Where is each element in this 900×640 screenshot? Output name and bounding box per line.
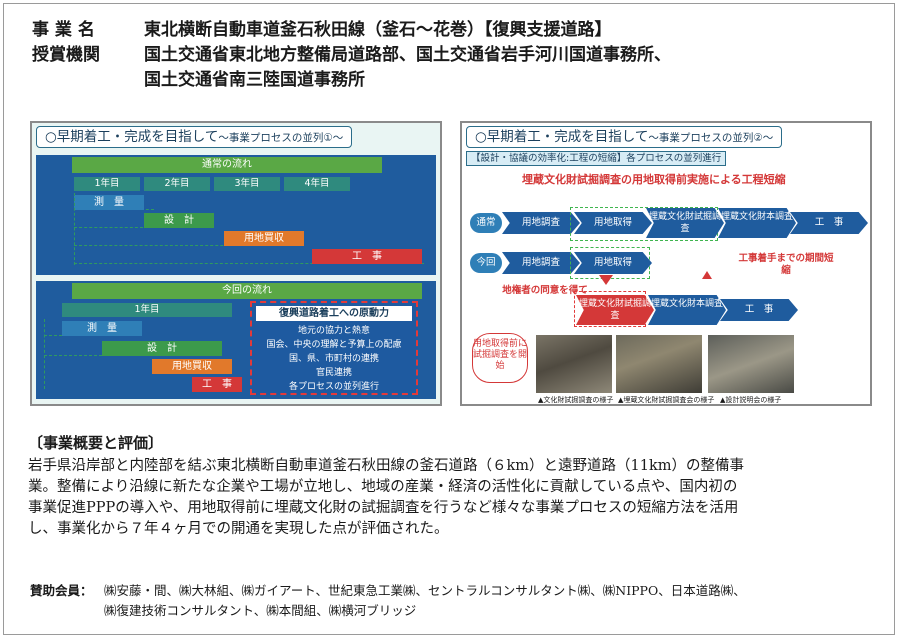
year-1: 1年目 bbox=[74, 177, 140, 191]
award-org-row: 授賞機関 国土交通省東北地方整備局道路部、国土交通省岩手河川国道事務所、 bbox=[32, 44, 671, 66]
award-org-key: 授賞機関 bbox=[32, 45, 100, 65]
bar-survey-current: 測 量 bbox=[62, 321, 142, 336]
driver-item-2: 国会、中央の理解と予算上の配慮 bbox=[266, 340, 402, 350]
bar-survey-normal: 測 量 bbox=[74, 195, 144, 210]
year-3: 3年目 bbox=[214, 177, 280, 191]
driver-item-5: 各プロセスの並列進行 bbox=[288, 382, 379, 392]
sponsors-line-1: ㈱安藤・間、㈱大林組、㈱ガイアート、世紀東急工業㈱、セントラルコンサルタント㈱、… bbox=[104, 583, 746, 598]
driver-item-4: 官民連携 bbox=[315, 368, 352, 378]
now-step-3: 埋蔵文化財試掘調査 bbox=[576, 295, 654, 325]
page-frame bbox=[3, 3, 895, 635]
summary-title: 〔事業概要と評価〕 bbox=[28, 434, 164, 452]
normal-step-3: 埋蔵文化財試掘調査 bbox=[646, 208, 724, 238]
slide2-title: ○早期着工・完成を目指して～事業プロセスの並列②～ bbox=[466, 126, 783, 148]
callout-pre-survey: 用地取得前に試掘調査を開始 bbox=[472, 333, 528, 383]
now-step-1: 用地調査 bbox=[502, 252, 580, 274]
sponsors-line-2: ㈱復建技術コンサルタント、㈱本間組、㈱横河ブリッジ bbox=[104, 603, 417, 618]
current-flow-label: 今回の流れ bbox=[72, 283, 422, 299]
caption-1: ▲文化財試掘調査の様子 bbox=[538, 396, 614, 404]
summary-line-4: し、事業化から７年４ヶ月での開通を実現した点が評価された。 bbox=[28, 521, 449, 537]
year-4: 4年目 bbox=[284, 177, 350, 191]
driver-box-title: 復興道路着工への原動力 bbox=[256, 306, 412, 321]
normal-step-1: 用地調査 bbox=[502, 212, 580, 234]
caption-3: ▲設計説明会の様子 bbox=[720, 396, 782, 404]
current-year-1: 1年目 bbox=[62, 303, 232, 317]
note-shorten: 工事着手までの期間短縮 bbox=[738, 253, 834, 276]
normal-step-4: 埋蔵文化財本調査 bbox=[718, 208, 796, 238]
project-name-row: 事 業 名 東北横断自動車道釜石秋田線（釜石～花巻）【復興支援道路】 bbox=[32, 19, 612, 41]
caption-2: ▲埋蔵文化財試掘調査会の様子 bbox=[618, 396, 715, 404]
bar-construction-current: 工 事 bbox=[192, 377, 242, 392]
now-step-5: 工 事 bbox=[720, 299, 798, 321]
slide-process-parallel-1: ○早期着工・完成を目指して～事業プロセスの並列①～ 通常の流れ 1年目 2年目 … bbox=[30, 121, 442, 406]
now-step-4: 埋蔵文化財本調査 bbox=[648, 295, 726, 325]
driver-item-3: 国、県、市町村の連携 bbox=[288, 354, 379, 364]
bar-land-normal: 用地買収 bbox=[224, 231, 304, 246]
row-now-label: 今回 bbox=[470, 253, 502, 273]
now-step-2: 用地取得 bbox=[574, 252, 652, 274]
sponsors-label: 賛助会員： bbox=[30, 583, 93, 598]
year-2: 2年目 bbox=[144, 177, 210, 191]
award-org-value-2: 国土交通省南三陸国道事務所 bbox=[144, 70, 365, 90]
summary-line-1: 岩手県沿岸部と内陸部を結ぶ東北横断自動車道釜石秋田線の釜石道路（６km）と遠野道… bbox=[28, 458, 745, 474]
photo-survey bbox=[536, 335, 612, 393]
photo-excavation bbox=[616, 335, 702, 393]
driver-box: 復興道路着工への原動力 地元の協力と熱意 国会、中央の理解と予算上の配慮 国、県… bbox=[250, 301, 418, 395]
bar-land-current: 用地買収 bbox=[152, 359, 232, 374]
summary-line-3: 事業促進PPPの導入や、用地取得前に埋蔵文化財の試掘調査を行うなど様々な事業プロ… bbox=[28, 500, 739, 516]
slide-process-parallel-2: ○早期着工・完成を目指して～事業プロセスの並列②～ 【設計・協議の効率化:工程の… bbox=[460, 121, 872, 406]
bar-design-normal: 設 計 bbox=[144, 213, 214, 228]
row-normal-label: 通常 bbox=[470, 213, 502, 233]
bar-design-current: 設 計 bbox=[102, 341, 222, 356]
slide1-title: ○早期着工・完成を目指して～事業プロセスの並列①～ bbox=[36, 126, 353, 148]
project-name-key: 事 業 名 bbox=[32, 20, 95, 40]
photo-briefing bbox=[708, 335, 794, 393]
normal-step-5: 工 事 bbox=[790, 212, 868, 234]
bar-construction-normal: 工 事 bbox=[312, 249, 422, 264]
slide2-headline: 埋蔵文化財試掘調査の用地取得前実施による工程短縮 bbox=[522, 173, 786, 186]
slide2-subtitle: 【設計・協議の効率化:工程の短縮】各プロセスの並列進行 bbox=[466, 151, 727, 166]
normal-step-2: 用地取得 bbox=[574, 212, 652, 234]
note-consent: 地権者の同意を得て bbox=[502, 285, 588, 296]
award-org-value-1: 国土交通省東北地方整備局道路部、国土交通省岩手河川国道事務所、 bbox=[144, 45, 671, 65]
project-name-value: 東北横断自動車道釜石秋田線（釜石～花巻）【復興支援道路】 bbox=[144, 20, 612, 40]
driver-item-1: 地元の協力と熱意 bbox=[297, 326, 370, 336]
normal-flow-label: 通常の流れ bbox=[72, 157, 382, 173]
summary-line-2: 業。整備により沿線に新たな企業や工場が立地し、地域の産業・経済の活性化に貢献して… bbox=[28, 479, 738, 495]
